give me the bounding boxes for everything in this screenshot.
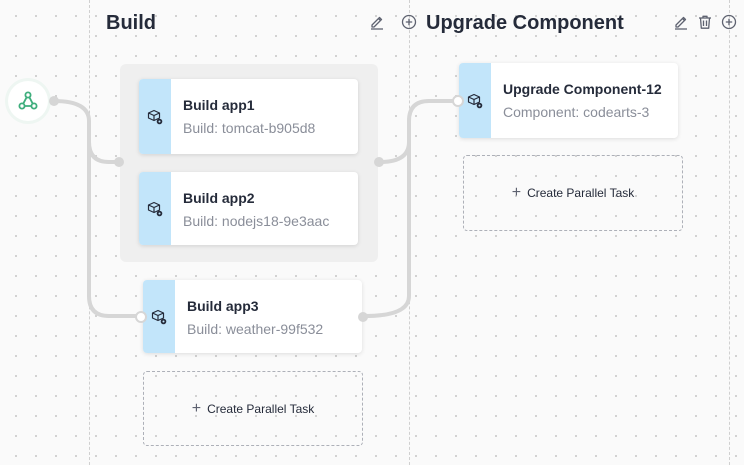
task-detail: Build: tomcat-b905d8 <box>183 120 316 136</box>
task-detail: Component: codearts-3 <box>503 104 650 120</box>
edit-icon <box>675 16 687 30</box>
edit-stage-build-button[interactable] <box>369 14 385 30</box>
delete-stage-upgrade-button[interactable] <box>697 14 713 30</box>
webhook-trigger[interactable] <box>8 81 48 121</box>
package-icon <box>147 109 163 124</box>
task-type-strip <box>459 63 491 138</box>
group-output-port <box>374 157 384 167</box>
webhook-icon <box>18 91 38 110</box>
task-detail: Build: nodejs18-9e3aac <box>183 213 330 229</box>
add-stage-button[interactable] <box>401 14 417 30</box>
task-name: Build app3 <box>187 298 259 314</box>
task-type-strip <box>143 280 175 353</box>
task-input-port <box>135 311 147 323</box>
task-type-strip <box>139 79 171 154</box>
stage-separator <box>729 0 730 465</box>
edit-icon <box>371 16 383 30</box>
plus-icon: + <box>511 184 522 201</box>
connector-to-build-app3 <box>87 140 142 318</box>
trigger-output-port <box>49 96 59 106</box>
package-icon <box>467 93 483 108</box>
task-output-port <box>358 312 368 322</box>
connector-build-app3-to-stage2 <box>363 140 411 318</box>
create-parallel-task-button[interactable]: + Create Parallel Task <box>143 371 363 446</box>
delete-icon <box>699 15 711 29</box>
task-card-build-app1[interactable]: Build app1 Build: tomcat-b905d8 <box>139 79 358 154</box>
package-icon <box>151 309 167 324</box>
task-name: Upgrade Component-12 <box>503 81 662 97</box>
create-parallel-task-label: Create Parallel Task <box>527 186 635 200</box>
task-type-strip <box>139 172 171 245</box>
add-circle-icon <box>721 14 737 30</box>
task-input-port <box>452 95 464 107</box>
stage-title-upgrade-component: Upgrade Component <box>426 12 624 34</box>
task-detail: Build: weather-99f532 <box>187 321 324 337</box>
add-circle-icon <box>401 14 417 30</box>
task-name: Build app2 <box>183 190 255 206</box>
plus-icon: + <box>191 399 202 417</box>
task-name: Build app1 <box>183 97 255 113</box>
create-parallel-task-button[interactable]: + Create Parallel Task <box>463 155 683 231</box>
connector-group-to-stage2 <box>378 99 459 164</box>
stage-title-build: Build <box>106 12 156 34</box>
task-card-build-app2[interactable]: Build app2 Build: nodejs18-9e3aac <box>139 172 358 245</box>
task-card-upgrade-component-12[interactable]: Upgrade Component-12 Component: codearts… <box>459 63 678 138</box>
edit-stage-upgrade-button[interactable] <box>673 14 689 30</box>
package-icon <box>147 201 163 216</box>
group-input-port <box>114 157 124 167</box>
create-parallel-task-label: Create Parallel Task <box>207 401 315 416</box>
task-card-build-app3[interactable]: Build app3 Build: weather-99f532 <box>143 280 362 353</box>
connector-to-group <box>52 99 120 164</box>
add-stage-after-upgrade-button[interactable] <box>721 14 737 30</box>
